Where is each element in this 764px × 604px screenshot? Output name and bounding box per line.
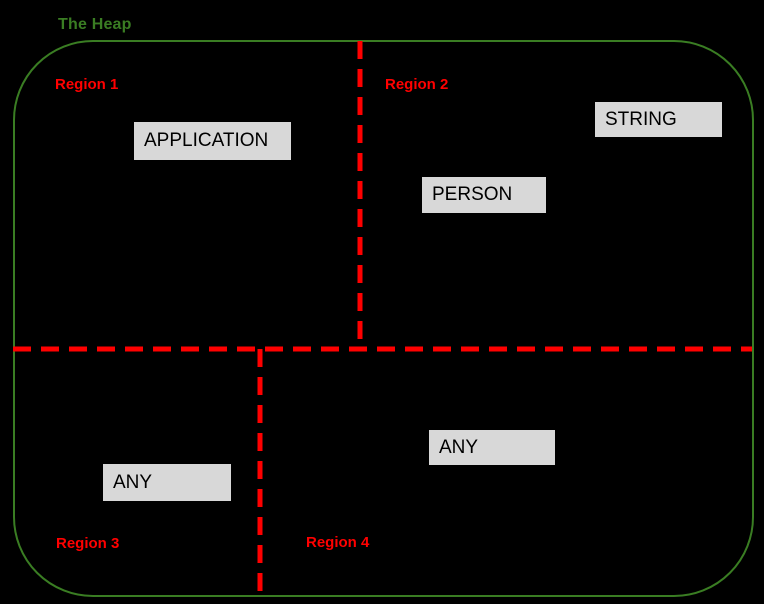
region-label-2: Region 2 bbox=[385, 76, 449, 93]
heap-boundary bbox=[13, 40, 754, 597]
region-label-3: Region 3 bbox=[56, 535, 120, 552]
region-label-1: Region 1 bbox=[55, 76, 119, 93]
region-label-4: Region 4 bbox=[306, 534, 370, 551]
node-box-any-region3: ANY bbox=[102, 463, 232, 502]
node-box-string: STRING bbox=[594, 101, 723, 138]
heap-title: The Heap bbox=[58, 16, 132, 33]
node-box-any-region4: ANY bbox=[428, 429, 556, 466]
node-box-application: APPLICATION bbox=[133, 121, 292, 161]
node-box-person: PERSON bbox=[421, 176, 547, 214]
